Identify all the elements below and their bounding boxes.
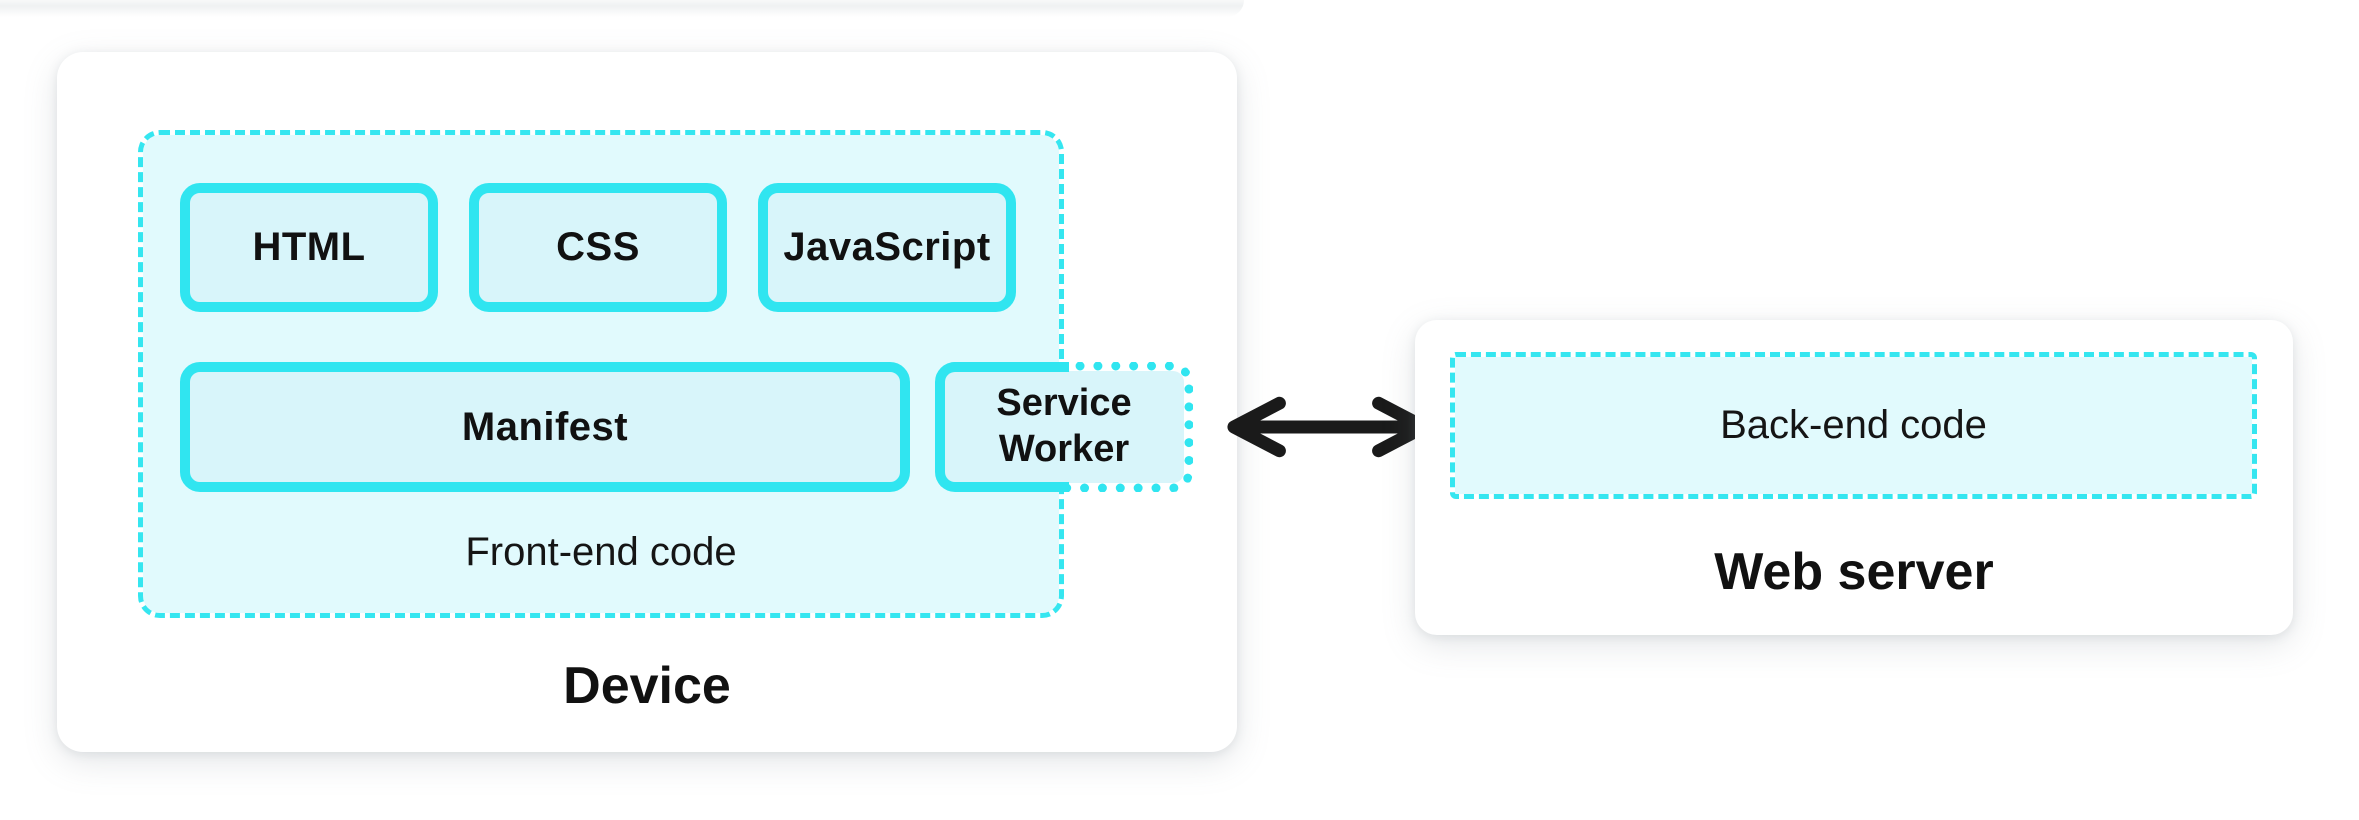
node-service-worker: Service Worker (935, 362, 1193, 492)
node-css: CSS (469, 183, 727, 312)
node-css-label: CSS (556, 225, 640, 269)
node-javascript: JavaScript (758, 183, 1016, 312)
service-worker-solid-border (935, 362, 1070, 492)
web-server-card-title: Web server (1714, 543, 1994, 601)
node-html-label: HTML (252, 225, 366, 269)
backend-box-label: Back-end code (1720, 403, 1987, 447)
device-card: HTML CSS JavaScript Manifest Service Wor… (57, 52, 1237, 752)
device-card-title: Device (563, 657, 731, 715)
top-edge-shadow (0, 0, 1244, 17)
bidirectional-arrow-icon (1227, 396, 1431, 458)
frontend-container-label: Front-end code (465, 530, 737, 574)
web-server-card: Back-end code Web server (1415, 320, 2293, 635)
node-manifest-label: Manifest (461, 404, 629, 449)
node-service-worker-label: Service Worker (996, 382, 1132, 470)
backend-box: Back-end code (1450, 352, 2257, 499)
node-javascript-label: JavaScript (783, 225, 991, 269)
node-manifest: Manifest (180, 362, 910, 492)
node-html: HTML (180, 183, 438, 312)
